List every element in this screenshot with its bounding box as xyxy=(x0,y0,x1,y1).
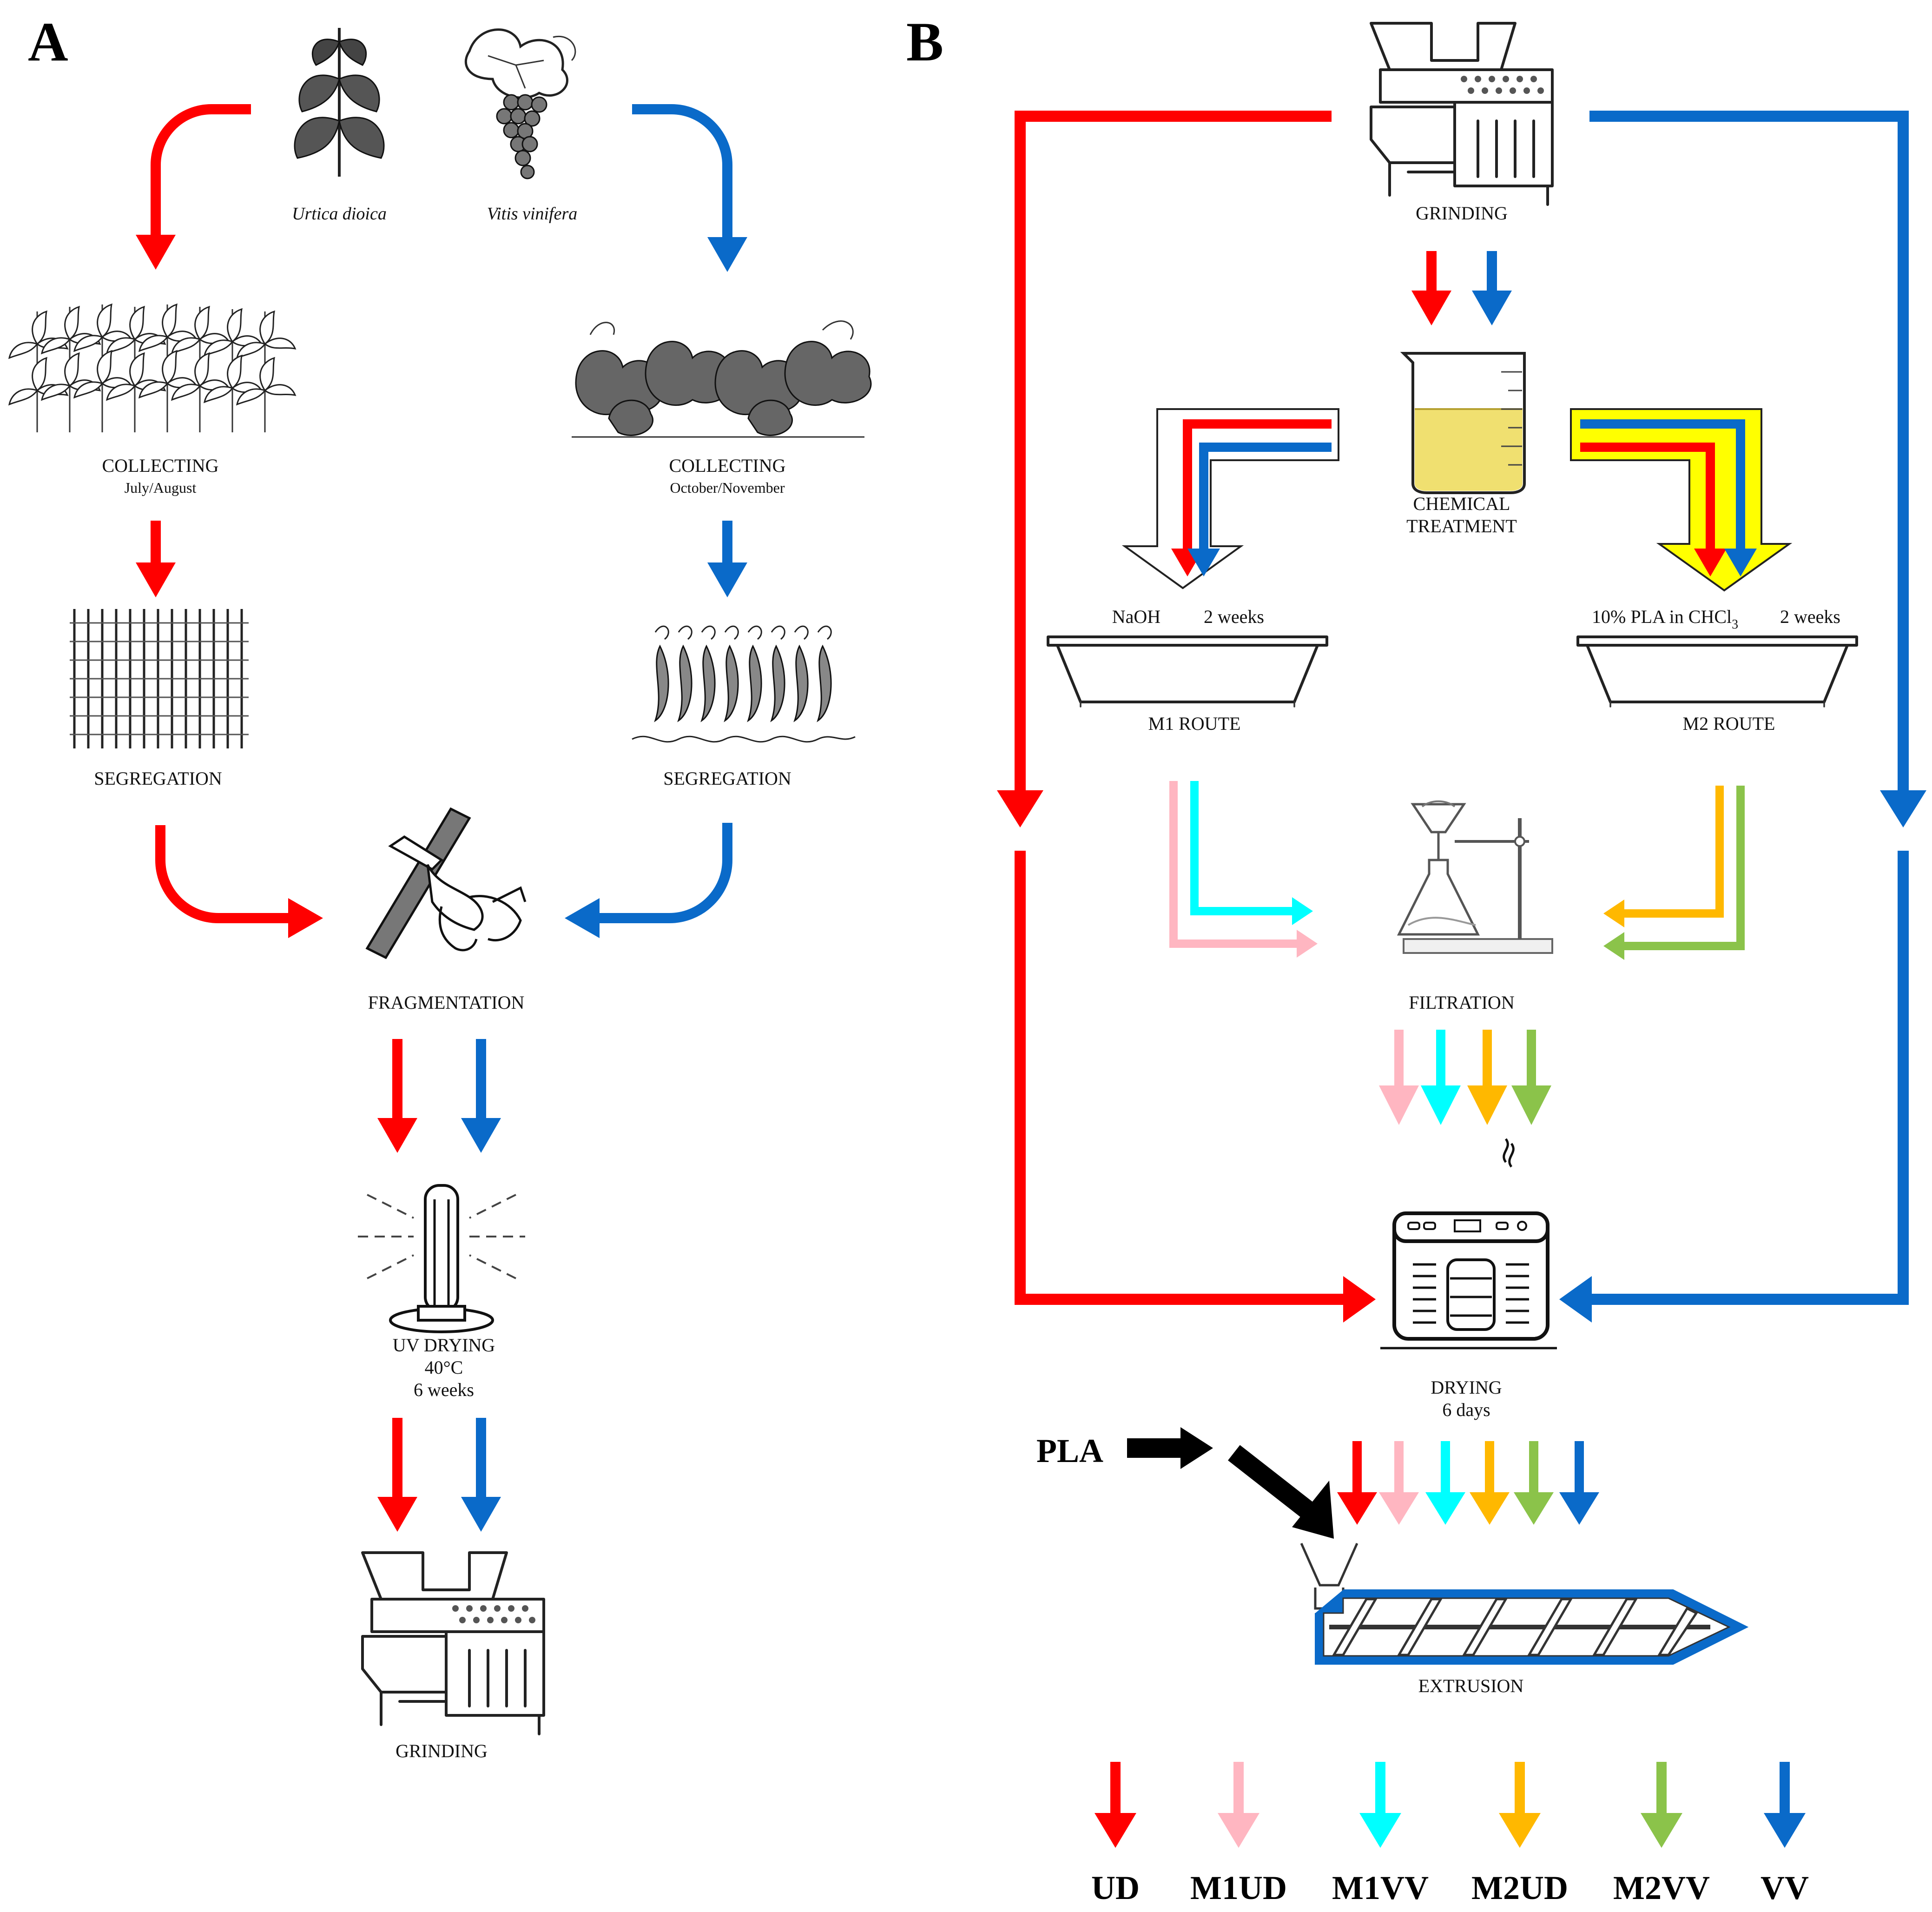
tray-icon xyxy=(1048,637,1327,707)
pla-label: PLA xyxy=(1036,1432,1103,1469)
m2-route-label: M2 ROUTE xyxy=(1683,713,1775,734)
legend-arrow-head xyxy=(1641,1813,1682,1848)
legend-item-m2vv: M2VV xyxy=(1613,1762,1710,1906)
uv-lamp-icon xyxy=(358,1184,525,1333)
filtration-flask-icon xyxy=(1397,800,1553,954)
legend-item-vv: VV xyxy=(1761,1762,1809,1906)
uv-drying-title: UV DRYING xyxy=(393,1335,495,1356)
legend-arrow-head xyxy=(1359,1813,1401,1848)
legend-label: VV xyxy=(1761,1869,1809,1906)
legend-label: UD xyxy=(1091,1869,1140,1906)
grinder-icon xyxy=(1371,23,1552,205)
m1-reagent: NaOH xyxy=(1112,606,1161,627)
extrusion-label: EXTRUSION xyxy=(1418,1675,1524,1696)
beaker-icon xyxy=(1400,352,1526,494)
grinding-label-a: GRINDING xyxy=(396,1740,488,1761)
drying-title: DRYING xyxy=(1431,1377,1502,1398)
fragmentation-label: FRAGMENTATION xyxy=(368,992,525,1013)
legend: UD M1UD M1VV M2UD M2VV VV xyxy=(1091,1762,1809,1906)
drying-time: 6 days xyxy=(1442,1399,1490,1420)
grinder-icon xyxy=(363,1553,544,1734)
legend-item-m1vv: M1VV xyxy=(1332,1762,1429,1906)
chemical-treatment-line2: TREATMENT xyxy=(1406,516,1517,536)
uv-drying-time: 6 weeks xyxy=(414,1379,474,1400)
segregation-left-label: SEGREGATION xyxy=(94,768,222,789)
collecting-right-sub: October/November xyxy=(670,479,785,496)
legend-item-m1ud: M1UD xyxy=(1190,1762,1287,1906)
extruder-icon xyxy=(1300,1542,1749,1665)
nettle-field-icon xyxy=(8,304,296,432)
grinding-label-b: GRINDING xyxy=(1416,203,1508,224)
m2-reagent: 10% PLA in CHCl3 xyxy=(1592,606,1738,632)
filtration-label: FILTRATION xyxy=(1409,992,1514,1013)
plant-label-vitis: Vitis vinifera xyxy=(487,204,578,224)
legend-item-m2ud: M2UD xyxy=(1471,1762,1568,1906)
collecting-right-title: COLLECTING xyxy=(669,455,785,476)
vineyard-icon xyxy=(572,320,872,438)
legend-arrow-head xyxy=(1764,1813,1806,1848)
grapevine-icon xyxy=(464,28,576,179)
nettle-plant-icon xyxy=(294,28,385,177)
legend-arrow-head xyxy=(1499,1813,1541,1848)
collecting-left-title: COLLECTING xyxy=(102,455,218,476)
uv-drying-temp: 40°C xyxy=(425,1357,463,1378)
legend-label: M2VV xyxy=(1613,1869,1710,1906)
chemical-treatment-line1: CHEMICAL xyxy=(1413,493,1510,514)
panel-b-letter: B xyxy=(906,11,943,73)
tray-icon xyxy=(1578,637,1857,707)
legend-arrow-head xyxy=(1218,1813,1259,1848)
flow-arrows-panel-b xyxy=(997,111,1926,1539)
m1-time: 2 weeks xyxy=(1204,606,1264,627)
m2-time: 2 weeks xyxy=(1780,606,1840,627)
nettle-bundle-icon xyxy=(70,609,249,748)
flow-arrows-panel-a xyxy=(136,104,747,1532)
plant-label-urtica: Urtica dioica xyxy=(292,204,387,224)
m1-route-label: M1 ROUTE xyxy=(1148,713,1241,734)
legend-label: M1UD xyxy=(1190,1869,1287,1906)
segregation-right-label: SEGREGATION xyxy=(663,768,791,789)
legend-label: M2UD xyxy=(1471,1869,1568,1906)
dehydrator-icon xyxy=(1380,1138,1557,1350)
pruning-shears-icon xyxy=(365,807,527,959)
vine-cuttings-icon xyxy=(632,625,856,743)
collecting-left-sub: July/August xyxy=(125,479,197,496)
legend-item-ud: UD xyxy=(1091,1762,1140,1906)
legend-label: M1VV xyxy=(1332,1869,1429,1906)
panel-a-letter: A xyxy=(28,11,68,73)
legend-arrow-head xyxy=(1095,1813,1136,1848)
